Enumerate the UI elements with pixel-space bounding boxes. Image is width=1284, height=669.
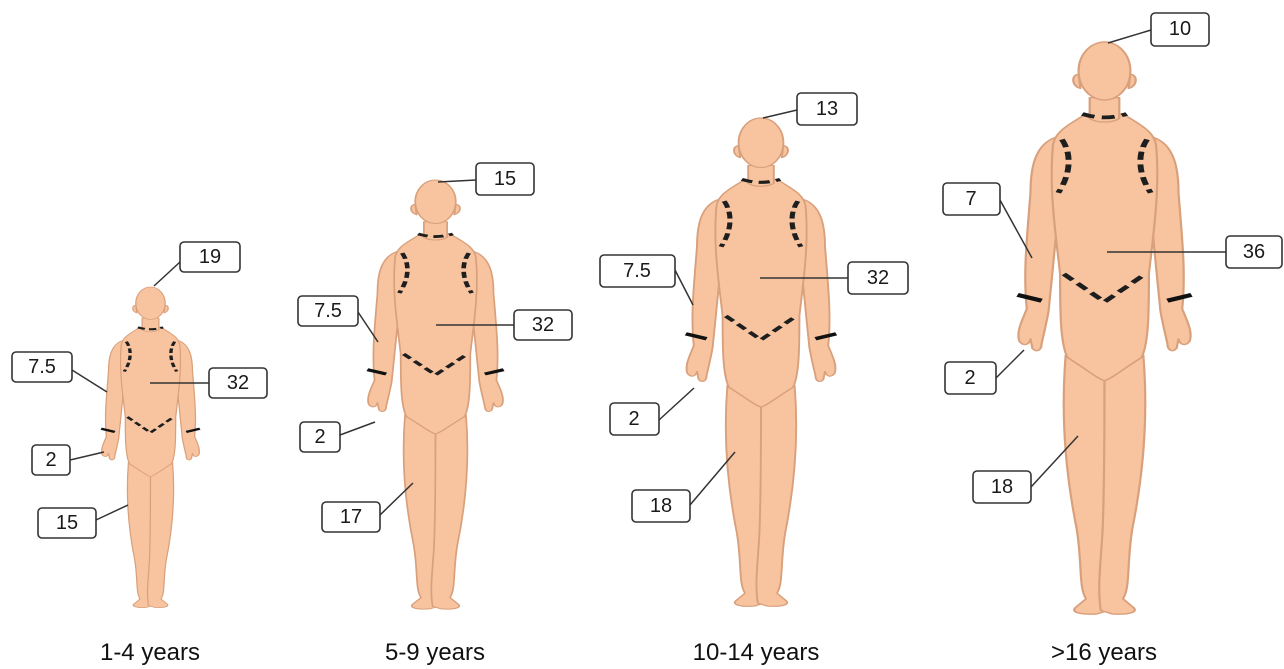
label-trunk-value: 32 (227, 372, 249, 394)
label-arm: 7.5 (600, 255, 693, 305)
label-hand-value: 2 (628, 408, 639, 430)
age-caption: 5-9 years (385, 639, 485, 666)
label-leg-value: 17 (340, 506, 362, 528)
label-trunk-value: 32 (532, 314, 554, 336)
figure-10-14-years: 13 7.5 32 2 18 10-14 years (600, 93, 908, 666)
figure-over-16-years: 10 7 36 2 18 >16 years (943, 13, 1282, 666)
label-head-value: 10 (1169, 18, 1191, 40)
label-leg: 18 (632, 452, 735, 522)
label-head: 10 (1108, 13, 1209, 46)
label-hand: 2 (610, 388, 694, 435)
label-hand: 2 (300, 422, 375, 452)
label-hand: 2 (945, 350, 1024, 394)
label-head-value: 13 (816, 98, 838, 120)
label-arm-value: 7 (965, 188, 976, 210)
label-leg-value: 18 (991, 476, 1013, 498)
label-arm-value: 7.5 (623, 260, 651, 282)
label-head: 13 (763, 93, 857, 125)
age-caption: 10-14 years (693, 639, 820, 666)
body-silhouette-2 (367, 180, 503, 609)
label-arm: 7.5 (12, 352, 107, 392)
figure-1-4-years: 19 7.5 32 2 15 1-4 years (12, 242, 267, 666)
label-head: 19 (154, 242, 240, 286)
label-hand: 2 (32, 445, 104, 475)
label-arm: 7.5 (298, 296, 378, 342)
label-arm: 7 (943, 183, 1032, 258)
label-head-value: 15 (494, 168, 516, 190)
label-hand-value: 2 (45, 449, 56, 471)
figure-5-9-years: 15 7.5 32 2 17 5-9 years (298, 163, 572, 666)
label-trunk-value: 32 (867, 267, 889, 289)
label-leg-value: 18 (650, 495, 672, 517)
body-silhouette-4 (1018, 42, 1192, 614)
label-arm-value: 7.5 (314, 300, 342, 322)
label-arm-value: 7.5 (28, 356, 56, 378)
body-silhouette-3 (686, 118, 836, 606)
label-trunk-value: 36 (1243, 241, 1265, 263)
label-leg: 17 (322, 483, 413, 532)
label-leg: 15 (38, 505, 128, 538)
label-head-value: 19 (199, 246, 221, 268)
label-leg-value: 15 (56, 512, 78, 534)
label-hand-value: 2 (964, 367, 975, 389)
label-hand-value: 2 (314, 426, 325, 448)
age-caption: >16 years (1051, 639, 1157, 666)
age-caption: 1-4 years (100, 639, 200, 666)
body-silhouette-1 (101, 287, 200, 608)
label-leg: 18 (973, 436, 1078, 503)
